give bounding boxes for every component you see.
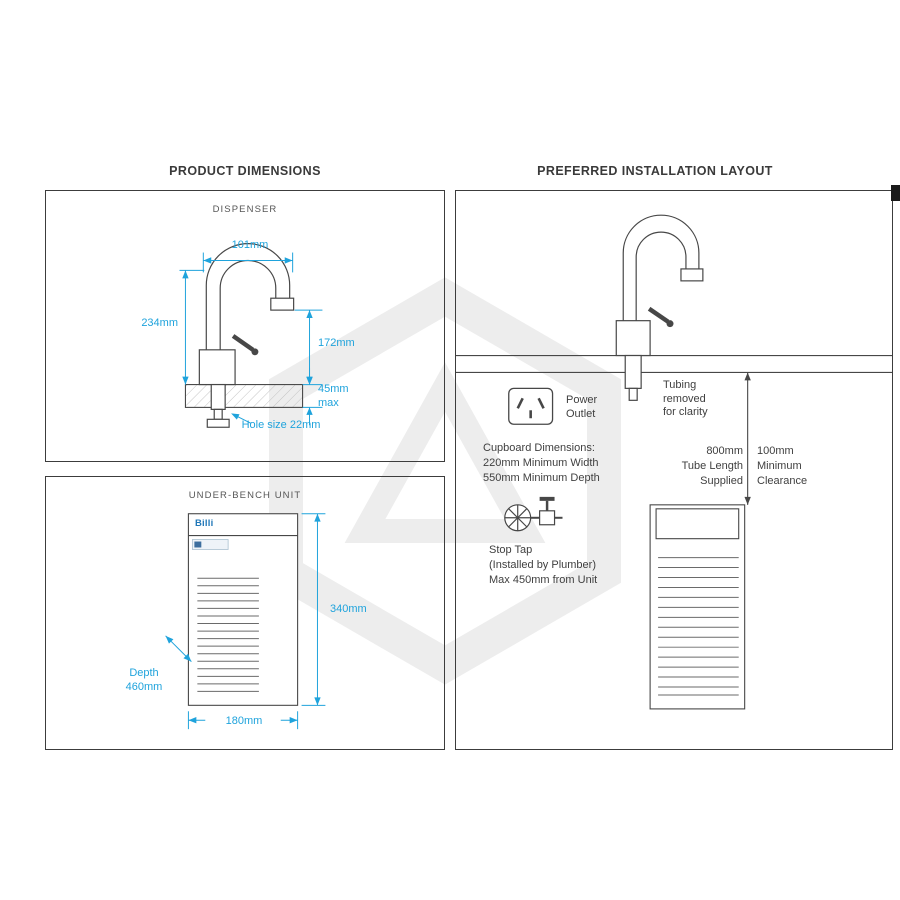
right-column-title: PREFERRED INSTALLATION LAYOUT <box>537 164 773 178</box>
label-line: (Installed by Plumber) <box>489 559 596 571</box>
dim-172mm-label: 172mm <box>318 337 355 349</box>
label-line: 220mm Minimum Width <box>483 457 599 469</box>
underbench-unit <box>187 513 299 706</box>
faucet-handle <box>647 306 670 324</box>
cupboard-dimensions-note: Cupboard Dimensions: 220mm Minimum Width… <box>483 441 600 486</box>
label-line: for clarity <box>663 406 708 418</box>
label-line: Tube Length <box>681 460 743 472</box>
dim-101mm <box>202 252 294 273</box>
dim-180mm <box>187 711 299 730</box>
bench-lines <box>456 354 892 373</box>
left-column-title: PRODUCT DIMENSIONS <box>169 164 321 178</box>
dim-depth-label: Depth 460mm <box>112 667 176 694</box>
label-line: Outlet <box>566 407 596 420</box>
label-line: 800mm <box>706 445 743 457</box>
hole-size-label: Hole size 22mm <box>241 419 321 431</box>
dispenser-drawing <box>179 243 323 428</box>
dim-340mm <box>301 513 326 706</box>
tube-length-note: 800mm Tube Length Supplied <box>661 444 743 489</box>
faucet-handle <box>231 334 255 352</box>
underbench-panel: UNDER-BENCH UNIT <box>45 476 445 750</box>
label-line: Minimum <box>757 460 802 472</box>
dim-depth-arrow <box>165 635 192 662</box>
billi-logo: Billi <box>195 518 214 529</box>
label-line: Cupboard Dimensions: <box>483 442 595 454</box>
installation-drawing <box>456 214 892 710</box>
stop-tap-label: Stop Tap (Installed by Plumber) Max 450m… <box>489 543 597 588</box>
dim-101mm-label: 101mm <box>231 239 269 251</box>
dim-45mm-max <box>302 367 323 426</box>
label-line: 45mm <box>318 383 349 395</box>
bench-cross-section <box>184 384 304 408</box>
label-line: Stop Tap <box>489 544 533 556</box>
dim-180mm-label: 180mm <box>225 715 263 727</box>
label-line: max <box>318 396 339 409</box>
power-outlet-label: Power Outlet <box>566 394 597 421</box>
tubing-note: Tubing removed for clarity <box>663 379 708 420</box>
label-line: 100mm <box>757 445 794 457</box>
label-line: Power <box>566 394 598 406</box>
installation-unit-louvers <box>658 557 739 696</box>
clearance-note: 100mm Minimum Clearance <box>757 444 807 489</box>
dim-340mm-label: 340mm <box>330 603 367 615</box>
label-line: 460mm <box>125 680 163 693</box>
dispenser-faucet <box>198 243 295 428</box>
label-line: removed <box>663 392 706 405</box>
hole-size-leader <box>231 413 252 424</box>
dispenser-panel-title: DISPENSER <box>212 204 278 215</box>
dim-45mm-label: 45mm max <box>318 383 349 410</box>
label-line: Tubing <box>663 379 697 391</box>
label-line: Clearance <box>757 475 808 487</box>
dim-234mm <box>179 269 205 385</box>
stop-tap-icon <box>504 496 563 532</box>
underbench-drawing <box>165 513 326 730</box>
label-line: Max 450mm from Unit <box>489 574 598 586</box>
dispenser-panel: DISPENSER <box>45 190 445 462</box>
installation-panel: Tubing removed for clarity Power Outlet … <box>455 190 893 750</box>
label-line: Supplied <box>700 475 743 487</box>
underbench-panel-title: UNDER-BENCH UNIT <box>188 490 302 501</box>
power-outlet-icon <box>508 387 554 425</box>
installation-faucet <box>615 214 704 401</box>
corner-mark <box>891 185 900 201</box>
dim-234mm-label: 234mm <box>141 317 178 329</box>
unit-louvers <box>197 577 259 692</box>
label-line: Depth <box>129 667 159 679</box>
clearance-arrow <box>744 372 751 505</box>
label-line: 550mm Minimum Depth <box>483 472 600 484</box>
